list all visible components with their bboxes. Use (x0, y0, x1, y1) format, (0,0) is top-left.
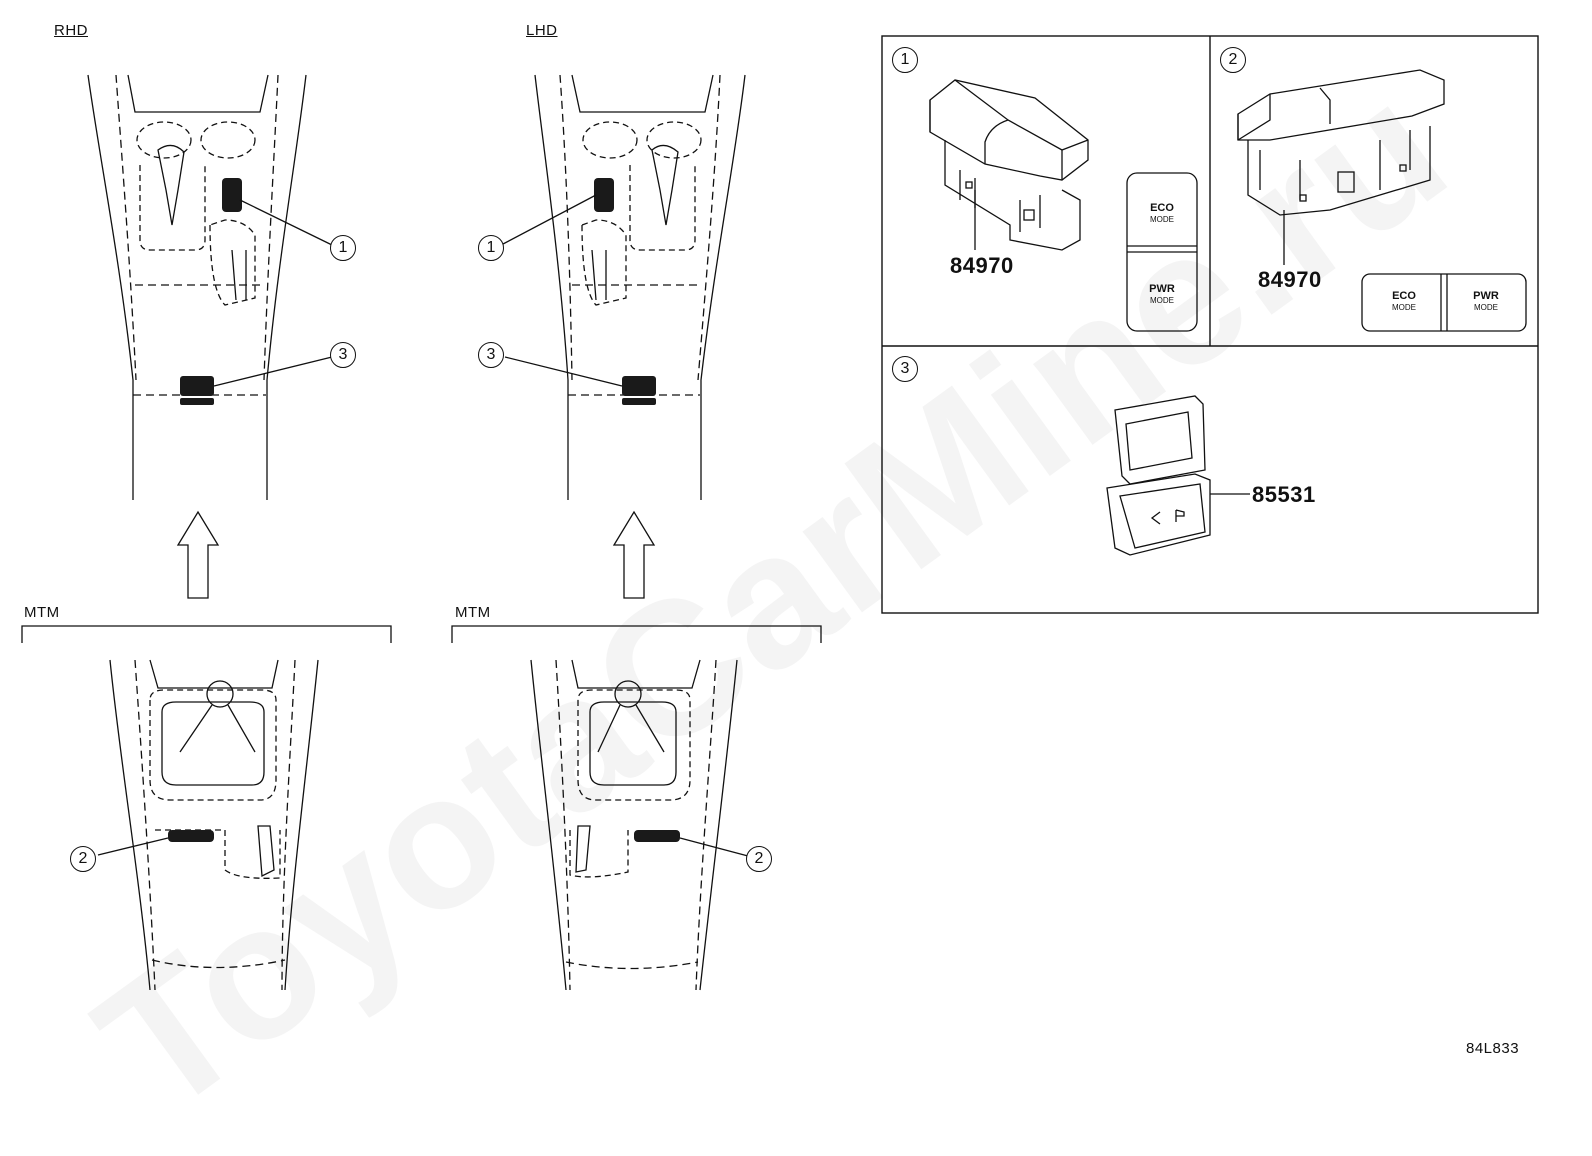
callout-3-rhd: 3 (330, 342, 356, 368)
rhd-label: RHD (54, 22, 88, 39)
lhd-label: LHD (526, 22, 558, 39)
mtm-left-label: MTM (24, 604, 60, 621)
rhd-console-drawing (87, 74, 333, 500)
panel-1-callout: 1 (892, 47, 918, 73)
panel1-switch-drawing (929, 79, 1198, 332)
callout-2-mtm-rhd: 2 (70, 846, 96, 872)
panel-3-callout: 3 (892, 356, 918, 382)
panel2-switch-drawing (1237, 69, 1527, 332)
panel3-socket-drawing (1106, 395, 1250, 556)
callout-1-rhd: 1 (330, 235, 356, 261)
mtm-lhd-console-drawing (530, 659, 749, 991)
mtm-right-bracket (451, 625, 822, 643)
callout-1-lhd: 1 (478, 235, 504, 261)
lhd-console-drawing (502, 74, 746, 500)
panel-2-callout: 2 (1220, 47, 1246, 73)
mtm-rhd-console-drawing (97, 659, 319, 991)
panel1-part-number: 84970 (950, 253, 1014, 278)
panel3-part-number: 85531 (1252, 482, 1316, 507)
line-art (21, 35, 1539, 991)
mtm-left-bracket (21, 625, 392, 643)
callout-2-mtm-lhd: 2 (746, 846, 772, 872)
lhd-up-arrow (612, 510, 656, 599)
mtm-right-label: MTM (455, 604, 491, 621)
rhd-up-arrow (176, 510, 220, 599)
diagram-code: 84L833 (1466, 1040, 1520, 1057)
panel2-part-number: 84970 (1258, 267, 1322, 292)
callout-3-lhd: 3 (478, 342, 504, 368)
